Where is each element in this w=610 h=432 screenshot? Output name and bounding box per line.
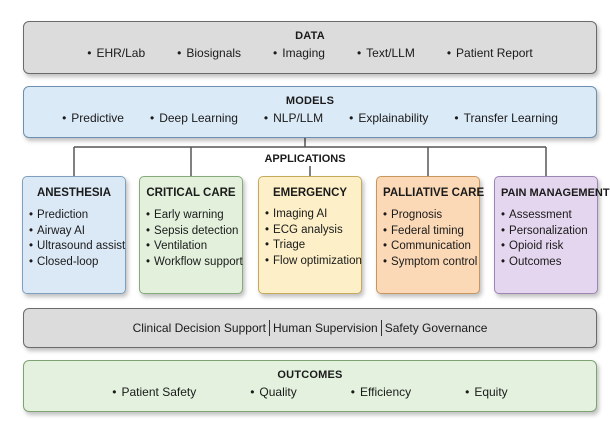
app-item: Imaging AI	[265, 207, 355, 223]
model-item: NLP/LLM	[264, 111, 323, 125]
data-tier-title: DATA	[295, 30, 325, 42]
app-box-critical-care: CRITICAL CARE Early warning Sepsis detec…	[139, 176, 243, 294]
app-item: Triage	[265, 238, 355, 254]
support-items: Clinical Decision Support Human Supervis…	[132, 320, 488, 336]
app-item: Workflow support	[146, 255, 243, 271]
app-items: Early warning Sepsis detection Ventilati…	[146, 208, 243, 271]
app-item: Flow optimization	[265, 254, 362, 270]
applications-title: APPLICATIONS	[264, 153, 346, 165]
support-item: Clinical Decision Support	[132, 321, 266, 335]
app-item: Airway AI	[29, 224, 119, 240]
app-items: Assessment Personalization Opioid risk O…	[501, 208, 591, 270]
model-item: Transfer Learning	[454, 111, 558, 125]
app-item: Prognosis	[383, 208, 473, 224]
model-item: Explainability	[349, 111, 428, 125]
app-item: Ventilation	[146, 239, 236, 255]
outcome-item: Efficiency	[351, 385, 411, 399]
app-item: Personalization	[501, 224, 591, 240]
app-item: Symptom control	[383, 255, 477, 271]
app-item: Opioid risk	[501, 239, 591, 255]
model-item: Predictive	[62, 111, 124, 125]
app-item: Federal timing	[383, 224, 473, 240]
data-item: Imaging	[273, 46, 325, 60]
data-item: Patient Report	[447, 46, 533, 60]
support-divider	[380, 320, 382, 336]
data-item: Biosignals	[177, 46, 241, 60]
data-tier: DATA EHR/Lab Biosignals Imaging Text/LLM…	[23, 21, 597, 74]
app-items: Prognosis Federal timing Communication S…	[383, 208, 477, 271]
app-title: EMERGENCY	[272, 187, 348, 199]
models-tier-items: Predictive Deep Learning NLP/LLM Explain…	[24, 111, 596, 125]
outcomes-tier-items: Patient Safety Quality Efficiency Equity	[24, 385, 596, 399]
app-item: Ultrasound assist	[29, 239, 125, 255]
outcome-item: Patient Safety	[112, 385, 197, 399]
app-item: Communication	[383, 239, 473, 255]
support-item: Human Supervision	[272, 321, 378, 335]
app-title: PAIN MANAGEMENT	[501, 187, 610, 199]
app-item: ECG analysis	[265, 223, 355, 239]
outcomes-tier-title: OUTCOMES	[277, 369, 343, 381]
app-title: ANESTHESIA	[36, 187, 112, 199]
app-item: Prediction	[29, 208, 119, 224]
app-box-anesthesia: ANESTHESIA Prediction Airway AI Ultrasou…	[22, 176, 126, 294]
outcome-item: Equity	[465, 385, 507, 399]
data-item: Text/LLM	[357, 46, 415, 60]
app-item: Outcomes	[501, 255, 591, 271]
app-box-palliative-care: PALLIATIVE CARE Prognosis Federal timing…	[376, 176, 485, 294]
app-box-emergency: EMERGENCY Imaging AI ECG analysis Triage…	[258, 176, 362, 294]
app-item: Closed-loop	[29, 255, 119, 271]
support-item: Safety Governance	[384, 321, 488, 335]
app-item: Assessment	[501, 208, 591, 224]
app-title: CRITICAL CARE	[146, 187, 236, 199]
app-item: Sepsis detection	[146, 224, 238, 240]
outcomes-tier: OUTCOMES Patient Safety Quality Efficien…	[23, 360, 597, 412]
app-box-pain-management: PAIN MANAGEMENT Assessment Personalizati…	[494, 176, 610, 294]
data-item: EHR/Lab	[87, 46, 145, 60]
app-items: Prediction Airway AI Ultrasound assist C…	[29, 208, 125, 271]
app-title: PALLIATIVE CARE	[383, 187, 485, 199]
outcome-item: Quality	[250, 385, 296, 399]
app-items: Imaging AI ECG analysis Triage Flow opti…	[265, 207, 362, 270]
models-tier: MODELS Predictive Deep Learning NLP/LLM …	[23, 86, 597, 138]
app-item: Early warning	[146, 208, 236, 224]
models-tier-title: MODELS	[285, 95, 335, 107]
data-tier-items: EHR/Lab Biosignals Imaging Text/LLM Pati…	[24, 46, 596, 60]
support-divider	[268, 320, 270, 336]
support-tier: Clinical Decision Support Human Supervis…	[23, 308, 597, 348]
model-item: Deep Learning	[150, 111, 238, 125]
